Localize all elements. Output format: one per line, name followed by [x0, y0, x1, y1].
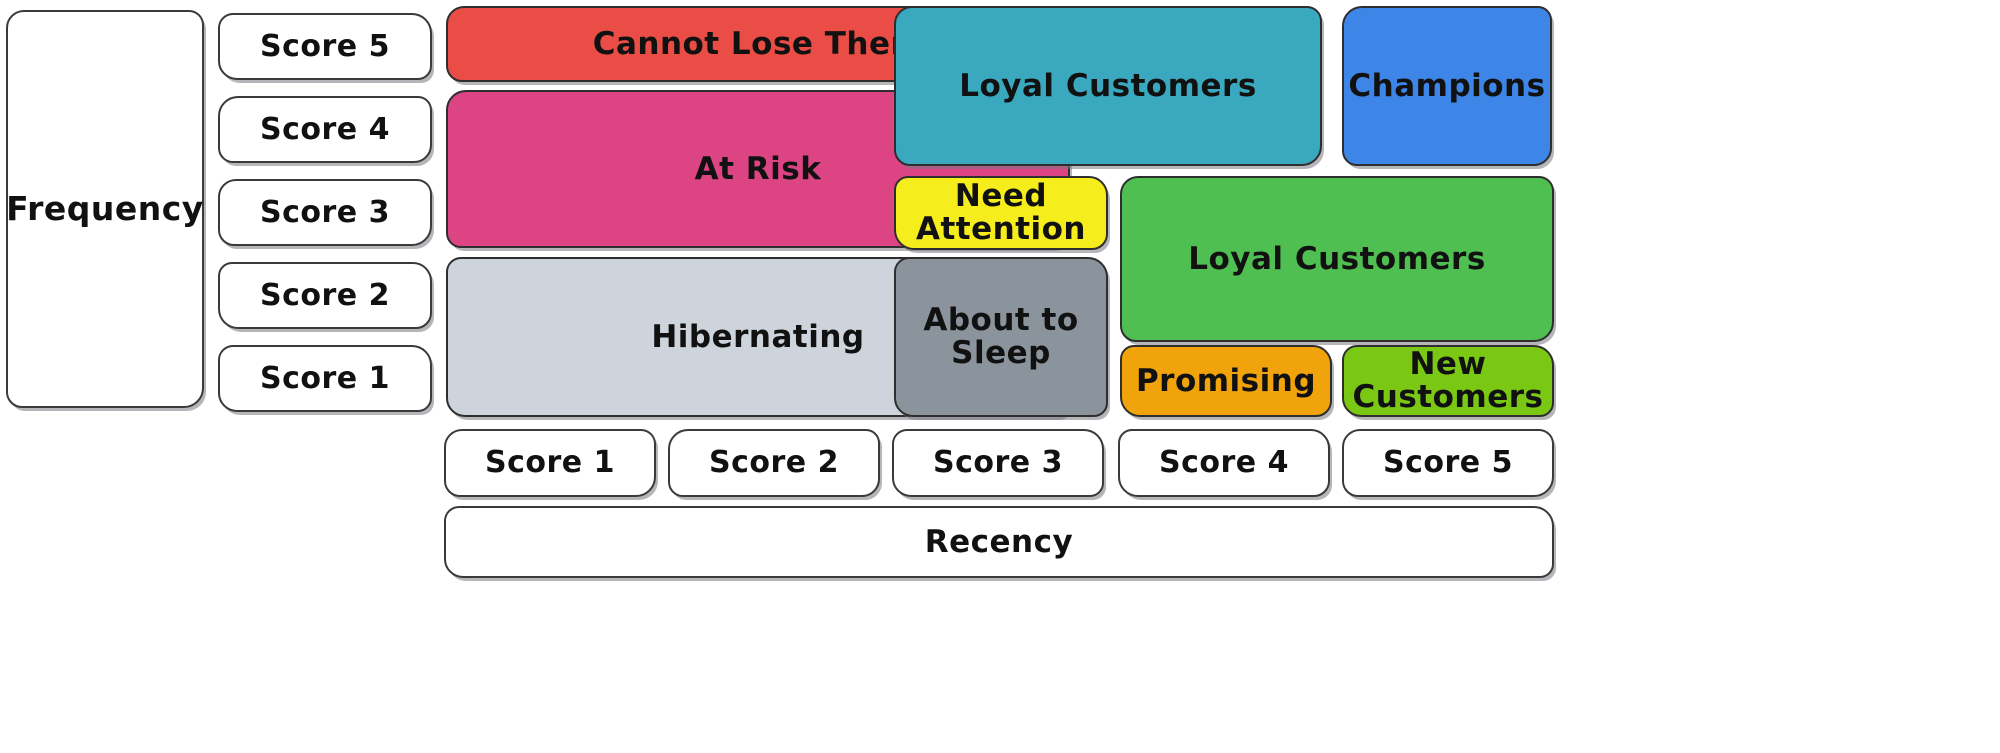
frequency-score-4-label: Score 4 [260, 111, 390, 147]
segment-promising[interactable]: Promising [1120, 345, 1332, 417]
segment-need-attention[interactable]: Need Attention [894, 176, 1108, 250]
segment-champions-label: Champions [1348, 67, 1546, 104]
segment-hibernating-label: Hibernating [651, 318, 865, 355]
segment-loyal-customers-green[interactable]: Loyal Customers [1120, 176, 1554, 342]
recency-axis-label-text: Recency [924, 523, 1074, 560]
recency-score-5-label: Score 5 [1383, 445, 1513, 481]
recency-score-1[interactable]: Score 1 [444, 429, 656, 497]
frequency-axis-label: Frequency [6, 10, 204, 408]
frequency-score-5[interactable]: Score 5 [218, 13, 432, 80]
segment-loyal-customers-teal-label: Loyal Customers [959, 67, 1257, 104]
recency-score-1-label: Score 1 [485, 445, 615, 481]
segment-about-to-sleep[interactable]: About to Sleep [894, 257, 1108, 417]
segment-champions[interactable]: Champions [1342, 6, 1552, 166]
segment-promising-label: Promising [1135, 362, 1317, 399]
frequency-score-1-label: Score 1 [260, 360, 390, 396]
recency-score-4-label: Score 4 [1159, 445, 1289, 481]
frequency-score-1[interactable]: Score 1 [218, 345, 432, 412]
frequency-score-2[interactable]: Score 2 [218, 262, 432, 329]
recency-score-3-label: Score 3 [933, 445, 1063, 481]
segment-cannot-lose-them-label: Cannot Lose Them [592, 25, 924, 62]
recency-score-2[interactable]: Score 2 [668, 429, 880, 497]
recency-score-3[interactable]: Score 3 [892, 429, 1104, 497]
segment-loyal-customers-teal[interactable]: Loyal Customers [894, 6, 1322, 166]
frequency-score-2-label: Score 2 [260, 277, 390, 313]
frequency-axis-label-text: Frequency [6, 188, 204, 228]
segment-need-attention-label: Need Attention [915, 178, 1087, 247]
segment-loyal-customers-green-label: Loyal Customers [1188, 240, 1486, 277]
recency-score-4[interactable]: Score 4 [1118, 429, 1330, 497]
frequency-score-3[interactable]: Score 3 [218, 179, 432, 246]
segment-at-risk-label: At Risk [694, 150, 822, 187]
recency-score-5[interactable]: Score 5 [1342, 429, 1554, 497]
segment-new-customers-label: New Customers [1352, 346, 1544, 415]
segment-about-to-sleep-label: About to Sleep [923, 302, 1079, 371]
frequency-score-4[interactable]: Score 4 [218, 96, 432, 163]
frequency-score-3-label: Score 3 [260, 194, 390, 230]
frequency-score-5-label: Score 5 [260, 28, 390, 64]
recency-score-2-label: Score 2 [709, 445, 839, 481]
segment-new-customers[interactable]: New Customers [1342, 345, 1554, 417]
recency-axis-label: Recency [444, 506, 1554, 578]
